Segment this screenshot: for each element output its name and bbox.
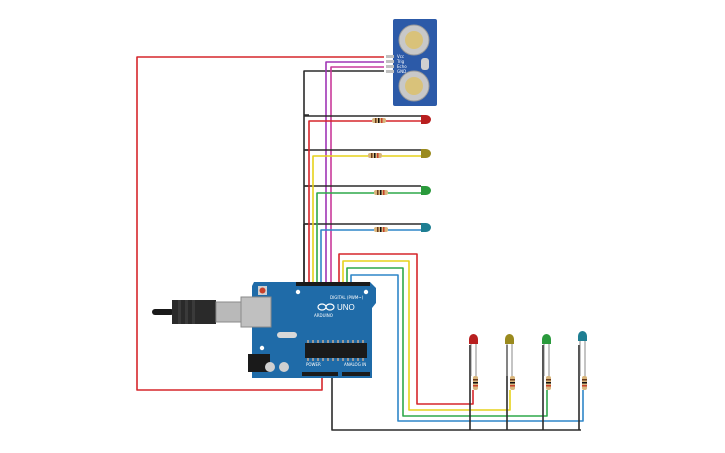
board-digital-label: DIGITAL (PWM~)	[330, 295, 364, 300]
sensor-pin-label-vcc: Vcc	[397, 54, 404, 59]
arduino-logo-icon	[317, 303, 335, 311]
mounting-hole	[363, 289, 369, 295]
wire-led-red-signal[interactable]	[308, 120, 421, 283]
board-maker-label: ARDUINO	[314, 313, 333, 318]
arduino-uno-board[interactable]: UNO ARDUINO DIGITAL (PWM~) POWER ANALOG …	[240, 282, 376, 378]
led-red-bottom[interactable]	[469, 334, 478, 376]
bottom-resistors	[473, 376, 587, 390]
wire-led-green-signal[interactable]	[316, 192, 421, 283]
wire-sensor-gnd[interactable]	[303, 70, 384, 115]
resistor[interactable]	[473, 376, 478, 390]
reset-button-cap	[259, 287, 266, 294]
sensor-transducer-bottom-inner	[405, 77, 423, 95]
sensor-pin-label-echo: Echo	[397, 64, 407, 69]
power-header[interactable]	[302, 372, 338, 376]
led-red-top[interactable]	[421, 115, 432, 124]
wire-sensor-trig[interactable]	[325, 61, 384, 283]
capacitor-2	[279, 362, 289, 372]
mounting-hole	[295, 289, 301, 295]
chip-legs	[307, 340, 364, 361]
led-olive-top[interactable]	[421, 149, 432, 158]
sensor-transducer-top-inner	[405, 31, 423, 49]
led-teal-top[interactable]	[421, 223, 432, 232]
sensor-pin-label-gnd: GND	[397, 69, 406, 74]
led-green-top[interactable]	[421, 186, 432, 195]
wire-bottom-gnd[interactable]	[331, 345, 581, 431]
sensor-pin-label-trig: Trig	[396, 59, 405, 64]
resistor[interactable]	[582, 376, 587, 390]
wire-bottom-green[interactable]	[346, 267, 548, 417]
capacitor-1	[265, 362, 275, 372]
ultrasonic-sensor[interactable]: Vcc Trig Echo GND	[386, 19, 437, 106]
sensor-pins	[386, 55, 394, 73]
led-olive-bottom[interactable]	[505, 334, 514, 376]
board-brand-label: UNO	[337, 303, 355, 312]
wire-led-olive-signal[interactable]	[312, 155, 421, 283]
wire-bottom-blue[interactable]	[350, 274, 584, 422]
power-jack	[248, 354, 270, 372]
mounting-hole	[259, 345, 265, 351]
board-analog-label: ANALOG IN	[344, 362, 366, 367]
resistor[interactable]	[372, 118, 386, 123]
resistor[interactable]	[368, 153, 382, 158]
atmega-chip	[305, 343, 367, 358]
wire-led-teal-signal[interactable]	[320, 229, 421, 283]
usb-cable-icon[interactable]	[152, 300, 251, 324]
usb-jack	[240, 296, 272, 328]
digital-header[interactable]	[296, 282, 370, 286]
resistor[interactable]	[510, 376, 515, 390]
resistor[interactable]	[374, 190, 388, 195]
wire-sensor-echo[interactable]	[330, 66, 384, 283]
wire-bottom-red[interactable]	[338, 253, 474, 405]
bottom-leds	[469, 331, 587, 376]
wire-5v-red[interactable]	[136, 56, 384, 391]
top-resistors	[368, 118, 388, 232]
resistor[interactable]	[546, 376, 551, 390]
led-teal-bottom[interactable]	[578, 331, 587, 376]
led-green-bottom[interactable]	[542, 334, 551, 376]
board-power-label: POWER	[306, 362, 321, 367]
resistor[interactable]	[374, 227, 388, 232]
sensor-crystal	[421, 58, 429, 70]
wires	[136, 56, 584, 431]
top-leds	[421, 115, 432, 232]
crystal-oscillator	[277, 332, 297, 338]
wire-bottom-yellow[interactable]	[342, 260, 511, 411]
analog-header[interactable]	[342, 372, 370, 376]
